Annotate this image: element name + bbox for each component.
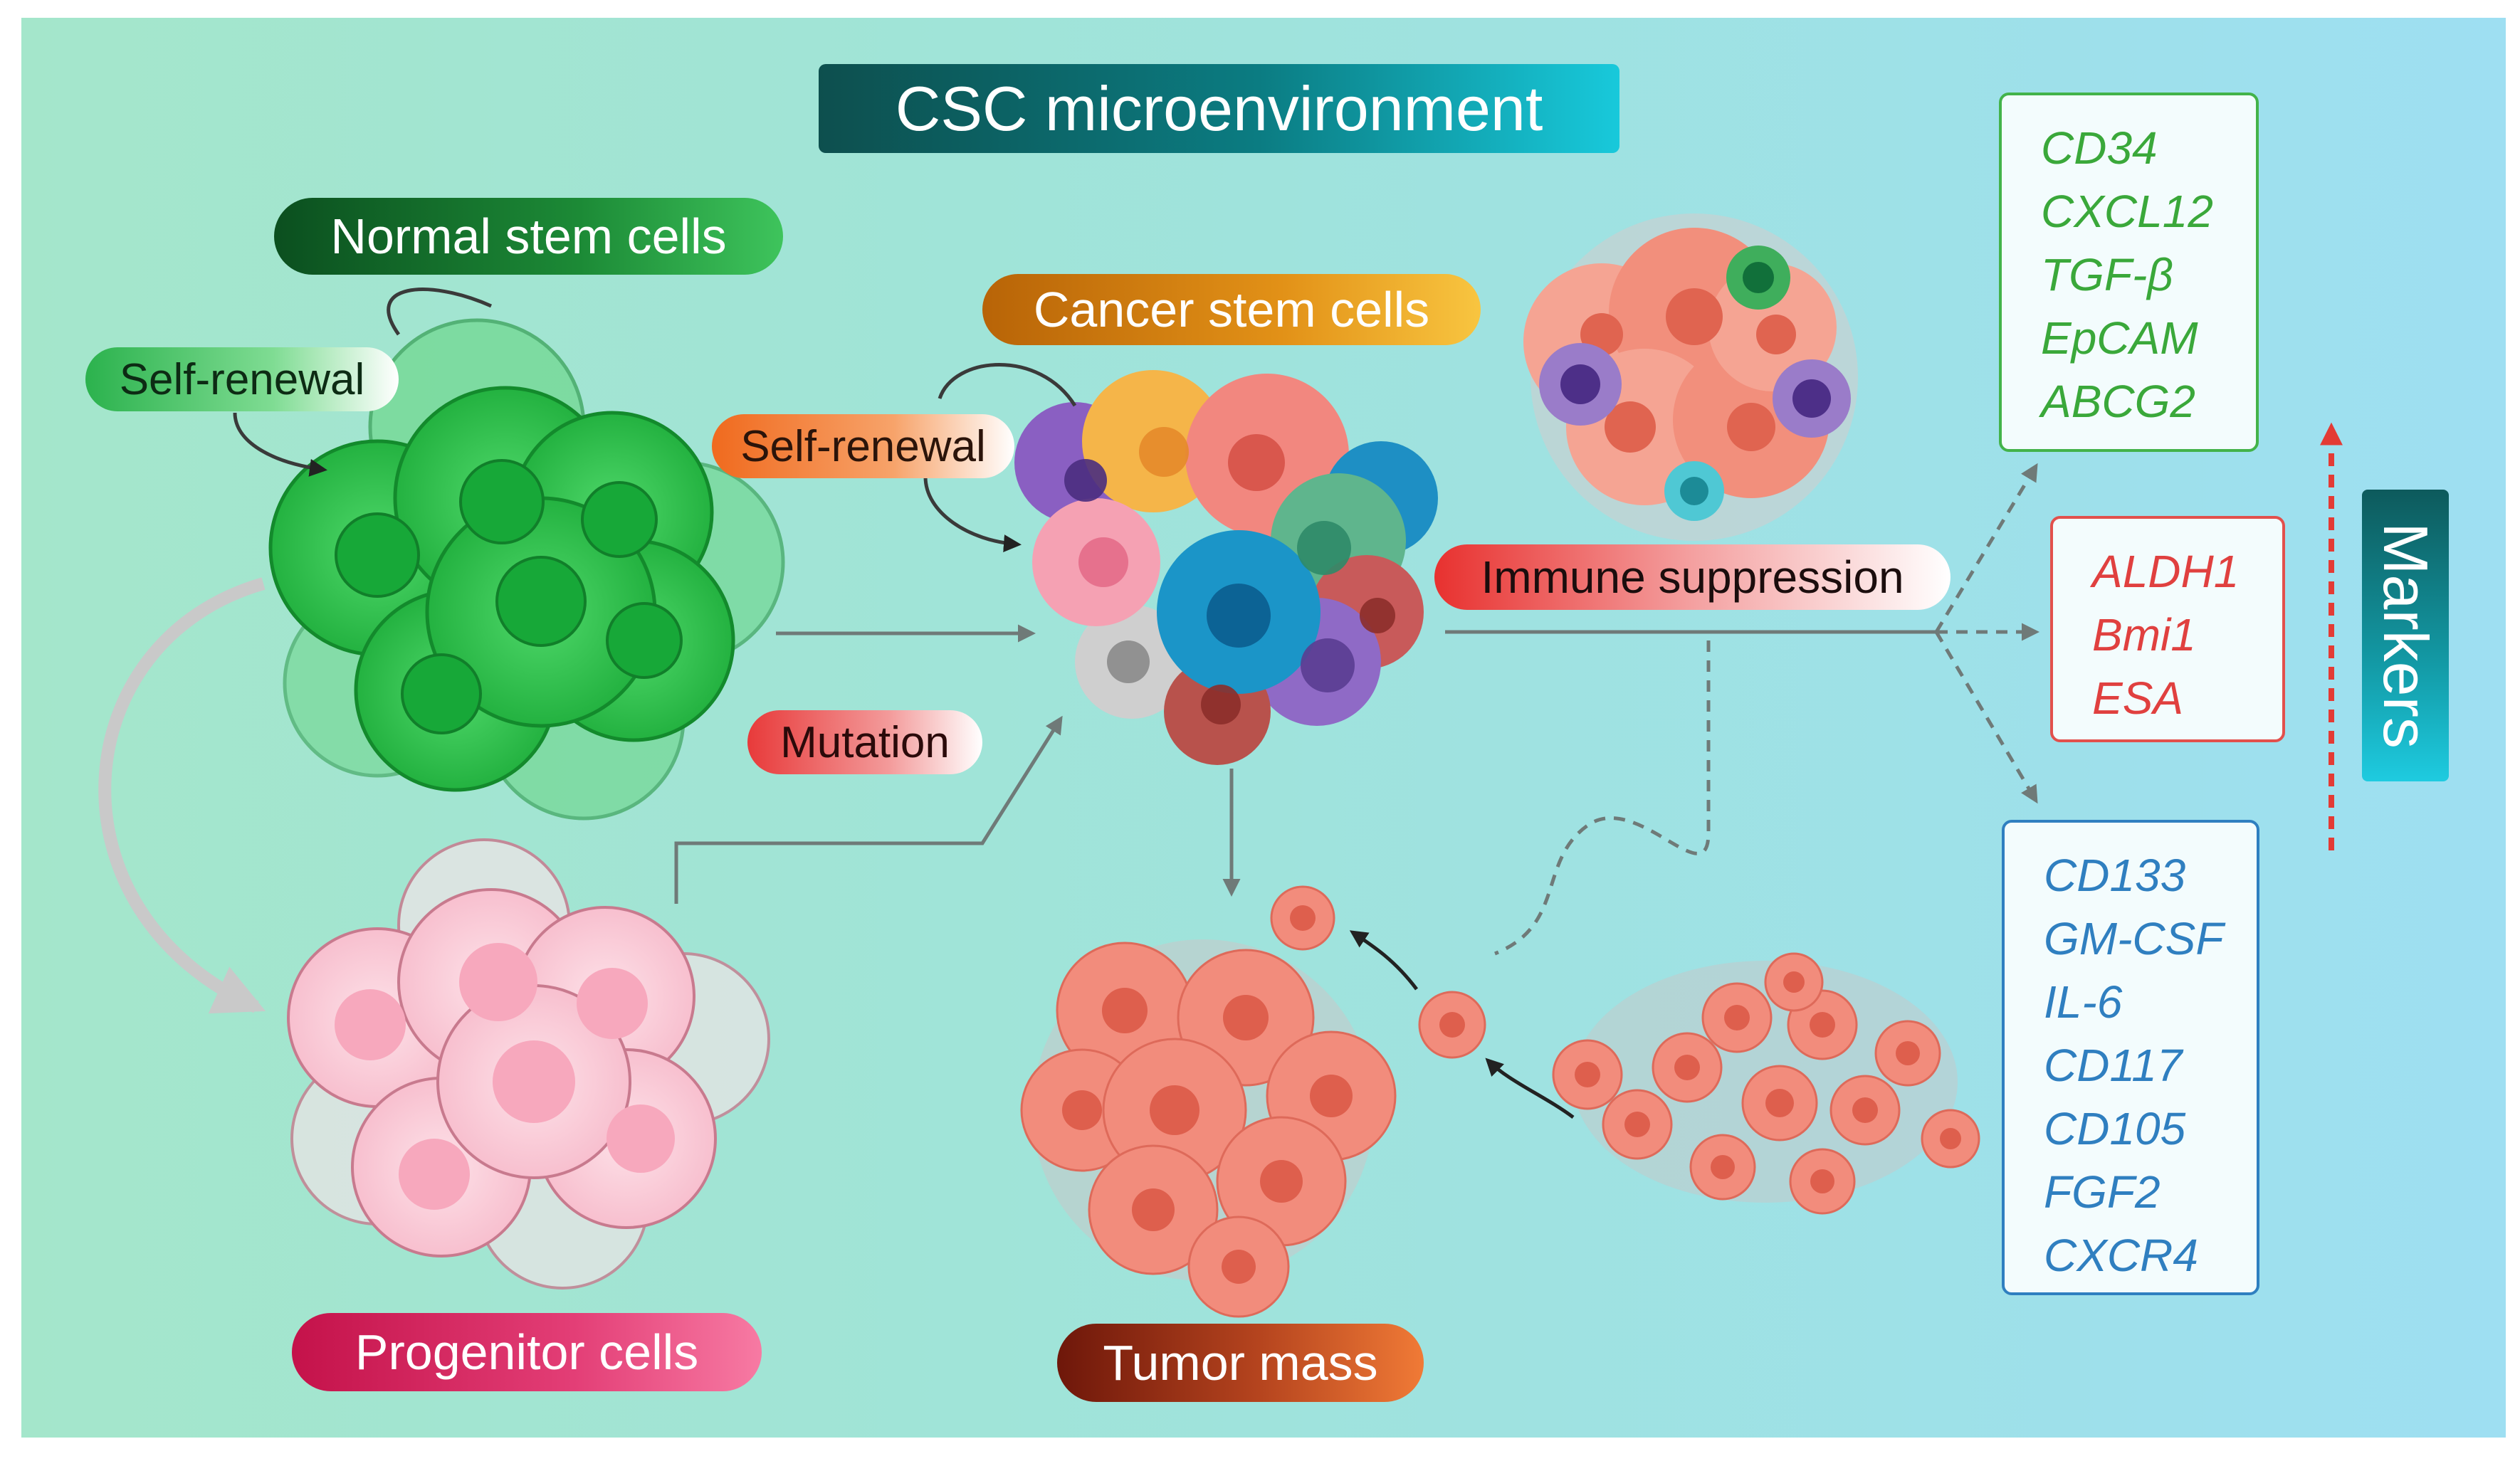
- marker-item: CD105: [2044, 1103, 2186, 1154]
- normal-stem-cell-cluster: [268, 318, 785, 821]
- marker-item: Bmi1: [2092, 609, 2196, 660]
- tumor-mass-cluster: [1020, 885, 1486, 1318]
- marker-item: CD117: [2044, 1040, 2183, 1091]
- marker-item: IL-6: [2044, 976, 2123, 1028]
- label-progenitor-cells: Progenitor cells: [292, 1313, 762, 1391]
- self-renewal-arrow-normal: [233, 412, 327, 477]
- label-self-renewal-cancer: Self-renewal: [712, 414, 1014, 478]
- marker-item: ALDH1: [2092, 546, 2240, 597]
- marker-box-red: ALDH1 Bmi1 ESA: [2050, 516, 2285, 742]
- marker-box-green: CD34 CXCL12 TGF-β EpCAM ABCG2: [1999, 93, 2259, 452]
- self-renewal-arrow-cancer: [923, 476, 1022, 553]
- marker-box-blue: CD133 GM-CSF IL-6 CD117 CD105 FGF2 CXCR4: [2002, 820, 2259, 1295]
- self-renewal-loop-cancer: [938, 363, 1077, 407]
- arrow-to-green-markers: [1934, 463, 2038, 633]
- marker-item: ABCG2: [2041, 376, 2195, 427]
- label-tumor-mass: Tumor mass: [1057, 1324, 1424, 1402]
- arrow-cell-to-tumor: [1349, 930, 1418, 991]
- arrow-to-blue-markers: [1934, 631, 2038, 804]
- marker-item: EpCAM: [2041, 312, 2198, 364]
- diagram-title: CSC microenvironment: [819, 64, 1619, 153]
- progenitor-cell-cluster: [287, 838, 770, 1290]
- marker-item: CXCL12: [2041, 186, 2213, 237]
- marker-item: ESA: [2092, 673, 2184, 724]
- label-self-renewal-normal: Self-renewal: [85, 347, 399, 411]
- marker-item: CD34: [2041, 122, 2158, 174]
- marker-item: FGF2: [2044, 1166, 2161, 1218]
- metastatic-cell-cluster: [1552, 952, 1980, 1215]
- marker-item: TGF-β: [2041, 249, 2173, 300]
- label-immune-suppression: Immune suppression: [1434, 544, 1951, 610]
- self-renewal-loop-normal: [387, 288, 493, 336]
- marker-item: GM-CSF: [2044, 913, 2224, 964]
- label-markers: Markers: [2362, 490, 2449, 781]
- marker-item: CD133: [2044, 850, 2186, 901]
- label-mutation: Mutation: [747, 710, 982, 774]
- arrow-metastasis-to-cell: [1485, 1058, 1575, 1119]
- label-normal-stem-cells: Normal stem cells: [274, 198, 783, 275]
- immune-suppression-cluster: [1523, 213, 1858, 541]
- label-cancer-stem-cells: Cancer stem cells: [982, 274, 1481, 345]
- flow-arrows: [98, 288, 2343, 1119]
- arrow-normal-to-progenitor: [98, 577, 266, 1014]
- cancer-stem-cell-cluster: [1014, 370, 1438, 765]
- arrow-progenitor-to-cancer: [674, 715, 1063, 904]
- dashed-metastasis-path: [1494, 640, 1711, 956]
- marker-item: CXCR4: [2044, 1230, 2198, 1281]
